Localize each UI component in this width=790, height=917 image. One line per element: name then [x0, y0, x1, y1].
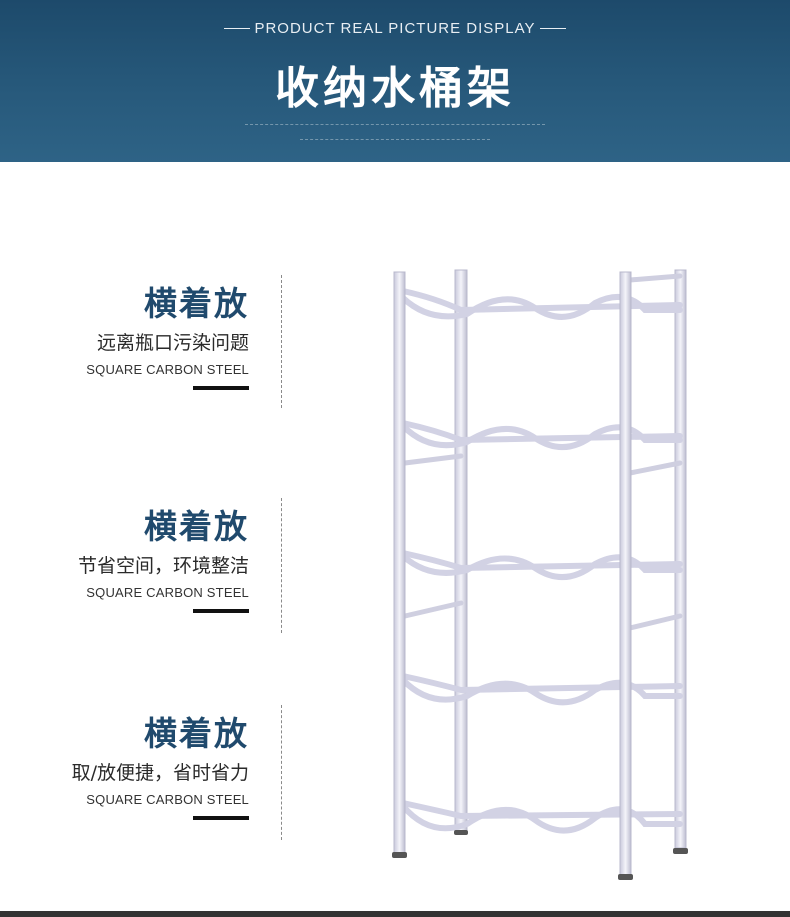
- divider-line-1: [281, 275, 282, 408]
- feature-block-3: 横着放 取/放便捷，省时省力 SQUARE CARBON STEEL: [19, 714, 249, 825]
- feature-underline-bar: [193, 386, 249, 390]
- feature-description: 取/放便捷，省时省力: [71, 762, 249, 784]
- banner-dashed-line-short: [300, 139, 490, 140]
- banner-subtitle: PRODUCT REAL PICTURE DISPLAY: [254, 20, 536, 37]
- subtitle-dash-left: [224, 28, 251, 29]
- feature-description: 远离瓶口污染问题: [96, 332, 249, 354]
- water-bucket-rack-image: [392, 269, 688, 880]
- feature-english-caption: SQUARE CARBON STEEL: [86, 792, 249, 807]
- feature-underline-bar: [193, 609, 249, 613]
- divider-line-3: [281, 705, 282, 840]
- footer-bar: [0, 911, 790, 917]
- banner-dashed-line: [245, 124, 545, 125]
- feature-heading: 横着放: [144, 507, 249, 546]
- header-banner: PRODUCT REAL PICTURE DISPLAY 收纳水桶架: [0, 0, 790, 162]
- banner-title: 收纳水桶架: [275, 63, 515, 114]
- banner-subtitle-row: PRODUCT REAL PICTURE DISPLAY: [0, 20, 790, 37]
- feature-description: 节省空间，环境整洁: [77, 555, 249, 577]
- feature-block-2: 横着放 节省空间，环境整洁 SQUARE CARBON STEEL: [19, 507, 249, 618]
- feature-english-caption: SQUARE CARBON STEEL: [86, 362, 249, 377]
- feature-english-caption: SQUARE CARBON STEEL: [86, 585, 249, 600]
- divider-line-2: [281, 498, 282, 633]
- feature-block-1: 横着放 远离瓶口污染问题 SQUARE CARBON STEEL: [19, 284, 249, 395]
- feature-heading: 横着放: [144, 714, 249, 753]
- subtitle-dash-right: [539, 28, 566, 29]
- feature-heading: 横着放: [144, 284, 249, 323]
- feature-underline-bar: [193, 816, 249, 820]
